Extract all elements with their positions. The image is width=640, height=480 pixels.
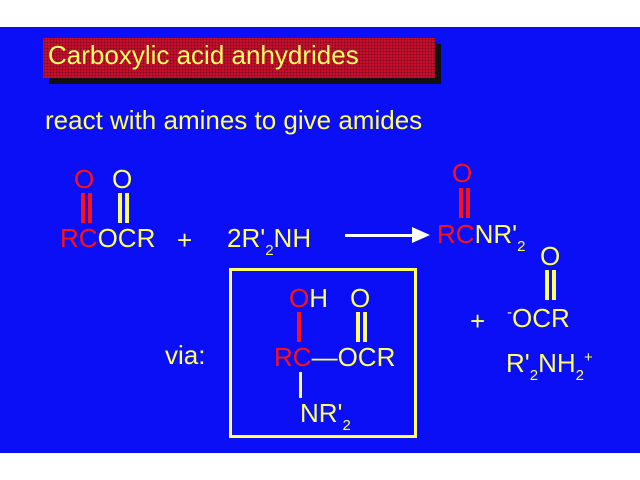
ammonium-charge: + bbox=[584, 349, 593, 366]
reactant-double-bond-2a bbox=[118, 193, 122, 223]
amine-suffix: NH bbox=[273, 223, 312, 253]
intermediate-oh-bond bbox=[297, 312, 301, 342]
reactant-double-bond-2b bbox=[125, 193, 129, 223]
reactant-rc: RC bbox=[60, 223, 98, 253]
ammonium-subscript-2: 2 bbox=[575, 367, 584, 384]
amine-subscript: 2 bbox=[265, 242, 274, 259]
title-box bbox=[43, 38, 435, 78]
carboxylate-double-bond-b bbox=[552, 270, 556, 300]
amide-nr: NR' bbox=[474, 219, 518, 249]
amide-carbonyl-oxygen: O bbox=[452, 158, 473, 188]
intermediate-rc: RC bbox=[274, 342, 312, 372]
intermediate-double-bond-a bbox=[356, 312, 360, 342]
amide-double-bond-a bbox=[459, 188, 463, 218]
intermediate-carbonyl-oxygen: O bbox=[350, 283, 371, 313]
carboxylate-oxygen: O bbox=[540, 241, 561, 271]
ammonium-nh: NH bbox=[538, 348, 576, 378]
intermediate-amine: NR'2 bbox=[300, 398, 351, 433]
amine-formula: 2R'2NH bbox=[227, 223, 312, 258]
slide-subtitle: react with amines to give amides bbox=[45, 105, 423, 135]
carboxylate-ocr: OCR bbox=[512, 303, 570, 333]
reactant-double-bond-1b bbox=[88, 193, 92, 223]
intermediate-ocr: —OCR bbox=[311, 342, 396, 372]
ammonium-formula: R'2NH2+ bbox=[506, 348, 593, 383]
reactant-double-bond-1a bbox=[81, 193, 85, 223]
intermediate-double-bond-b bbox=[363, 312, 367, 342]
ammonium-r: R' bbox=[506, 348, 530, 378]
carboxylate-formula: -OCR bbox=[507, 305, 570, 331]
amide-formula: RCNR'2 bbox=[437, 219, 525, 254]
amide-rc: RC bbox=[437, 219, 475, 249]
carboxylate-charge: - bbox=[507, 304, 512, 321]
intermediate-hydroxyl-oxygen: O bbox=[289, 283, 310, 313]
reactant-ocr: OCR bbox=[97, 223, 156, 253]
amide-double-bond-b bbox=[466, 188, 470, 218]
reaction-arrow-head bbox=[412, 227, 430, 243]
carboxylate-double-bond-a bbox=[545, 270, 549, 300]
reactant-formula: RCOCR bbox=[60, 225, 155, 251]
intermediate-hydroxyl: OH bbox=[289, 285, 328, 311]
intermediate-hydroxyl-hydrogen: H bbox=[309, 283, 329, 313]
via-label: via: bbox=[165, 340, 206, 370]
intermediate-box bbox=[229, 268, 417, 438]
slide-background bbox=[0, 27, 640, 453]
amine-prefix: 2R' bbox=[227, 223, 266, 253]
intermediate-n-bond bbox=[299, 372, 302, 398]
ammonium-subscript-1: 2 bbox=[529, 367, 539, 384]
intermediate-subscript: 2 bbox=[342, 417, 351, 434]
intermediate-nr: NR' bbox=[300, 398, 343, 428]
amide-subscript: 2 bbox=[517, 238, 526, 255]
plus-sign-1: + bbox=[177, 225, 193, 255]
reaction-arrow-line bbox=[345, 234, 417, 237]
plus-sign-2: + bbox=[470, 306, 486, 336]
reactant-carbonyl-oxygen-1: O bbox=[74, 164, 95, 194]
reactant-carbonyl-oxygen-2: O bbox=[112, 164, 133, 194]
intermediate-main-chain: RC—OCR bbox=[274, 344, 395, 370]
slide-title: Carboxylic acid anhydrides bbox=[48, 40, 359, 70]
